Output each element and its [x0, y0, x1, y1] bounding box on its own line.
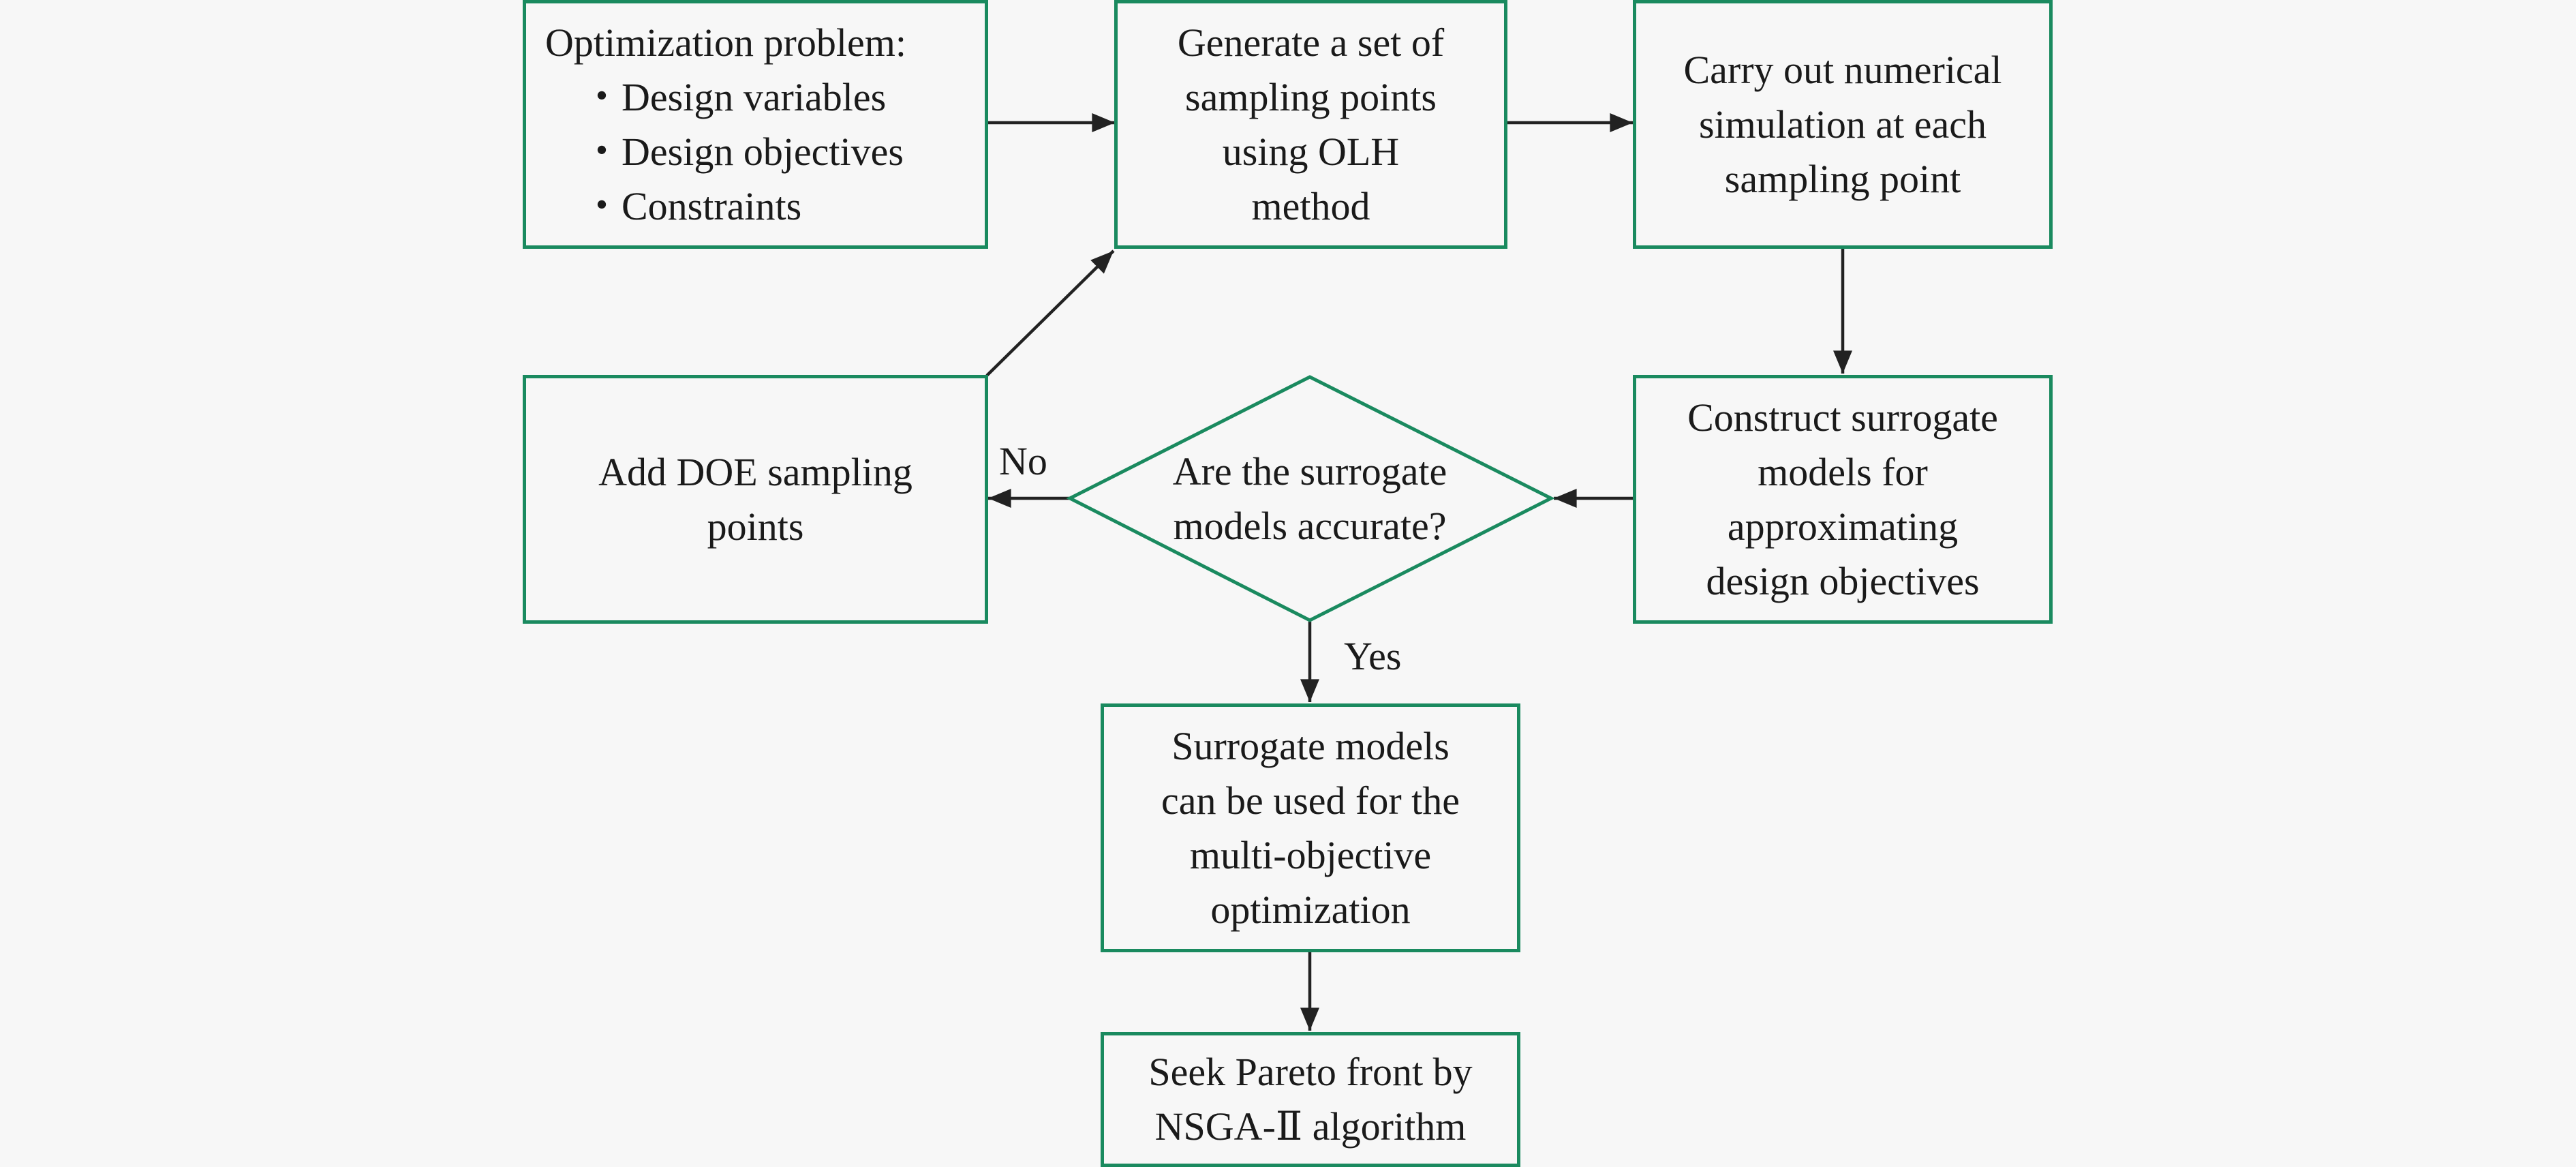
construct-line: Construct surrogate	[1687, 395, 1998, 440]
problem-bullet: ・Design variables	[582, 74, 887, 119]
yes-label: Yes	[1344, 634, 1402, 678]
usable-box: Surrogate models can be used for the mul…	[1101, 703, 1520, 952]
add-doe-line: points	[707, 504, 804, 549]
generate-line: Generate a set of	[1177, 20, 1445, 65]
construct-box: Construct surrogate models for approxima…	[1633, 375, 2053, 624]
simulate-line: Carry out numerical	[1683, 47, 2002, 92]
add-doe-line: Add DOE sampling	[598, 449, 913, 494]
generate-box: Generate a set of sampling points using …	[1114, 0, 1507, 249]
construct-line: models for	[1758, 449, 1928, 494]
usable-line: Surrogate models	[1171, 723, 1450, 768]
generate-line: using OLH	[1222, 129, 1400, 174]
usable-line: multi-objective	[1189, 832, 1432, 877]
pareto-line: NSGA-Ⅱ algorithm	[1154, 1104, 1467, 1149]
decision-line: models accurate?	[1173, 504, 1447, 548]
no-label: No	[999, 439, 1047, 483]
pareto-line: Seek Pareto front by	[1148, 1050, 1473, 1094]
usable-line: can be used for the	[1161, 778, 1460, 823]
decision-diamond	[1066, 375, 1555, 622]
construct-line: design objectives	[1706, 558, 1980, 603]
decision-line: Are the surrogate	[1172, 449, 1447, 494]
usable-line: optimization	[1210, 887, 1411, 932]
generate-line: sampling points	[1185, 74, 1437, 119]
arrow-add-doe-to-generate	[985, 249, 1115, 377]
problem-box: Optimization problem: ・Design variables …	[523, 0, 988, 249]
simulate-line: sampling point	[1724, 156, 1961, 201]
add-doe-box: Add DOE sampling points	[523, 375, 988, 624]
pareto-box: Seek Pareto front by NSGA-Ⅱ algorithm	[1101, 1032, 1520, 1167]
simulate-box: Carry out numerical simulation at each s…	[1633, 0, 2053, 249]
problem-bullet: ・Design objectives	[582, 129, 904, 174]
problem-title: Optimization problem:	[545, 20, 906, 65]
problem-bullet: ・Constraints	[582, 183, 802, 228]
generate-line: method	[1251, 183, 1370, 228]
simulate-line: simulation at each	[1699, 102, 1987, 147]
decision-text: Are the surrogate models accurate?	[1118, 444, 1502, 554]
construct-line: approximating	[1727, 504, 1959, 549]
